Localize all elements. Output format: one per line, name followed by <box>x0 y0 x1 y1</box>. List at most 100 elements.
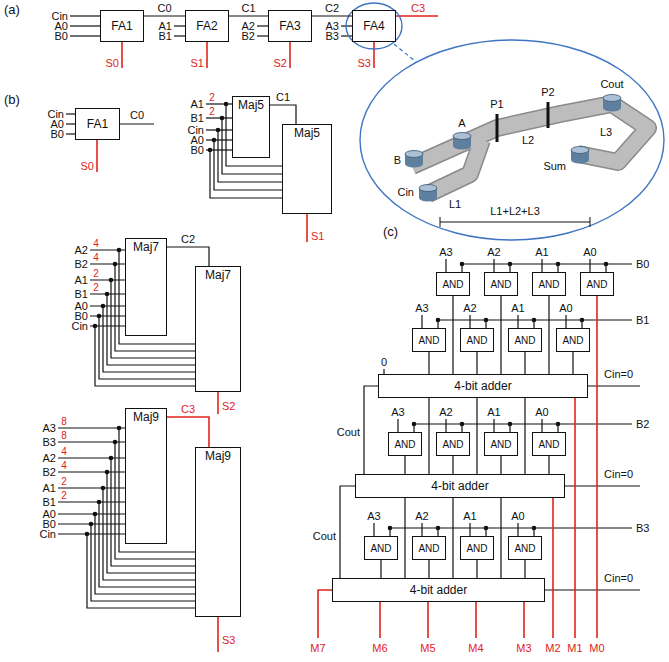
signal-label: A1 <box>43 481 56 495</box>
junction-dot <box>484 318 489 323</box>
gate-name: 4-bit adder <box>454 379 511 394</box>
wire <box>589 259 590 272</box>
junction-dot <box>101 304 106 309</box>
signal-label: 2 <box>93 281 99 294</box>
junction-dot <box>388 526 393 531</box>
gate-name: FA4 <box>363 19 384 34</box>
wire <box>390 527 632 528</box>
signal-label: S0 <box>81 159 94 173</box>
junction-dot <box>208 148 213 153</box>
wire <box>121 42 123 68</box>
signal-wire <box>452 456 453 474</box>
wire <box>174 25 185 26</box>
signal-label: Cin=0 <box>604 367 633 381</box>
signal-label: A3 <box>415 301 428 315</box>
signal-label: B1 <box>159 29 172 43</box>
wire <box>341 35 352 36</box>
signal-label: 8 <box>61 415 67 428</box>
junction-dot <box>109 278 114 283</box>
gate-name: AND <box>394 438 415 451</box>
junction-dot <box>101 486 106 491</box>
signal-label: M0 <box>589 641 604 655</box>
wire <box>552 498 554 638</box>
signal-label: A1 <box>463 509 476 523</box>
signal-label: C0 <box>130 108 144 122</box>
length-tick <box>440 217 590 227</box>
signal-label: 2 <box>209 105 215 118</box>
signal-label: S0 <box>106 56 119 70</box>
signal-label: B2 <box>242 29 255 43</box>
junction-dot <box>460 422 465 427</box>
adder-box: 4-bit adder <box>355 474 565 498</box>
signal-label: 8 <box>61 429 67 442</box>
and-gate-box: AND <box>532 432 566 456</box>
and-gate-box: AND <box>412 328 446 352</box>
wire <box>493 259 494 272</box>
adder-box: 4-bit adder <box>378 374 588 398</box>
magnet-top <box>571 147 589 154</box>
and-gate-box: AND <box>532 272 566 296</box>
junction-dot <box>436 318 441 323</box>
magnet-base <box>405 161 423 168</box>
signal-label: M4 <box>468 641 483 655</box>
wire <box>517 315 518 328</box>
gate-name: AND <box>490 438 511 451</box>
gate-name: Maj7 <box>205 268 231 283</box>
notch-bar <box>496 114 499 142</box>
signal-wire <box>572 352 573 374</box>
wire <box>66 133 75 134</box>
gate-name: AND <box>418 542 439 555</box>
signal-label: B0 <box>51 127 64 141</box>
gate-name: AND <box>442 278 463 291</box>
junction-dot <box>460 262 465 267</box>
panel-label: (c) <box>383 224 398 240</box>
and-gate-box: AND <box>436 432 470 456</box>
wire <box>475 602 477 638</box>
wire <box>58 427 125 428</box>
signal-label: 2 <box>93 267 99 280</box>
signal-label: P1 <box>490 97 503 111</box>
signal-label: Cin <box>71 319 88 333</box>
wire <box>206 117 232 118</box>
junction-dot <box>484 526 489 531</box>
wire <box>58 513 125 514</box>
wire <box>588 385 640 386</box>
signal-label: 0 <box>381 355 387 369</box>
signal-label: M3 <box>516 641 531 655</box>
wire <box>445 419 446 432</box>
junction-dot <box>105 470 110 475</box>
signal-label: S2 <box>222 399 235 413</box>
signal-label: Cout <box>337 425 360 439</box>
gate-name: 4-bit adder <box>410 583 467 598</box>
gate-name: AND <box>418 334 439 347</box>
signal-label: 2 <box>61 489 67 502</box>
wire <box>58 501 125 502</box>
majority-gate-box: Maj5 <box>232 96 270 158</box>
signal-label: Sum <box>543 159 566 173</box>
and-gate-box: AND <box>556 328 590 352</box>
majority-gate-box: Maj5 <box>282 124 332 214</box>
junction-dot <box>508 422 513 427</box>
wire <box>206 42 208 68</box>
wire <box>66 113 75 114</box>
signal-label: B1 <box>75 287 88 301</box>
magnet-base <box>603 105 621 112</box>
panel-label: (a) <box>4 2 20 18</box>
signal-wire <box>270 105 296 124</box>
junction-dot <box>93 324 98 329</box>
and-gate-box: AND <box>388 432 422 456</box>
signal-label: A0 <box>535 405 548 419</box>
signal-wire <box>404 498 405 578</box>
wire <box>364 386 378 474</box>
spin-logic-device-illustration <box>0 0 664 240</box>
notch-bar <box>547 102 550 128</box>
mtj-magnet <box>603 95 621 112</box>
signal-label: A1 <box>535 245 548 259</box>
signal-label: A0 <box>583 245 596 259</box>
magnet-top <box>405 151 423 158</box>
signal-label: S3 <box>358 56 371 70</box>
wire <box>421 315 422 328</box>
wire <box>524 398 525 474</box>
gate-name: Maj5 <box>294 126 320 141</box>
gate-name: AND <box>562 334 583 347</box>
